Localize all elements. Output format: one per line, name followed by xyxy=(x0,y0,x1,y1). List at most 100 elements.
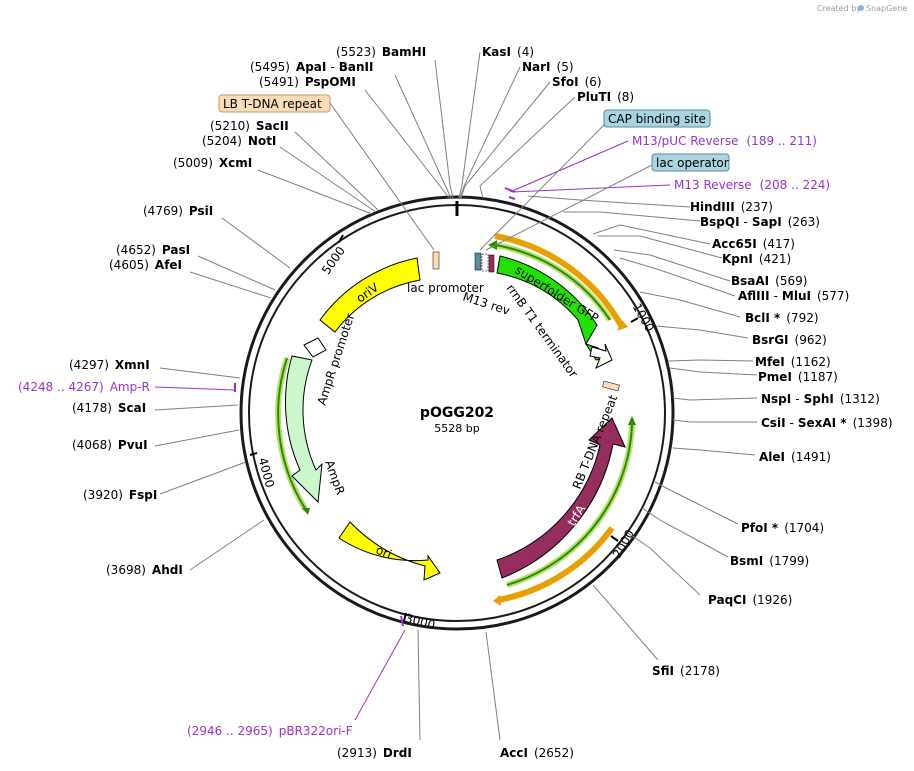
aflIII-name: AflIII xyxy=(738,289,770,303)
xmni-name: XmnI xyxy=(115,358,150,372)
svg-text:(4297)XmnI: (4297)XmnI xyxy=(69,358,150,372)
sfgfp-feature xyxy=(496,255,598,346)
green-arc-left xyxy=(277,357,307,511)
lac-operator-tag: lac operator xyxy=(651,153,730,172)
bamhi-pos: (5523) xyxy=(336,45,376,59)
sfoi-name: SfoI xyxy=(552,75,579,89)
lac-operator-box xyxy=(481,253,489,272)
pbr322-primer-name: pBR322ori-F xyxy=(279,724,353,738)
svg-text:NarI(5): NarI(5) xyxy=(522,60,574,74)
cap-site-box xyxy=(474,252,482,271)
green-arc-right xyxy=(506,424,633,586)
tick-2000: 2000 xyxy=(610,527,637,560)
rb-repeat-box xyxy=(602,380,620,392)
svg-text:HindIII(237): HindIII(237) xyxy=(690,200,773,214)
csii-name: CsiI xyxy=(761,416,786,430)
green-arrow-top xyxy=(488,240,497,250)
drdi-name: DrdI xyxy=(383,746,412,760)
m13puc-name: M13/pUC Reverse xyxy=(632,134,739,148)
sphi-name: SphI xyxy=(804,392,834,406)
bsmi-name: BsmI xyxy=(730,554,763,568)
svg-text:(4248 .. 4267)Amp-R: (4248 .. 4267)Amp-R xyxy=(18,380,150,394)
bcli-name: BclI * xyxy=(745,311,781,325)
svg-text:(2946 .. 2965)pBR322ori-F: (2946 .. 2965)pBR322ori-F xyxy=(187,724,353,738)
fspi-name: FspI xyxy=(129,488,157,502)
sexai-name: SexAI * xyxy=(798,416,847,430)
sfii-name: SfiI xyxy=(652,664,674,678)
m13-box xyxy=(488,254,495,273)
ahdi-name: AhdI xyxy=(152,563,183,577)
apai-name: ApaI xyxy=(296,60,326,74)
svg-text:PfoI *(1704): PfoI *(1704) xyxy=(741,521,824,535)
cap-site-tag: CAP binding site xyxy=(603,109,711,128)
svg-text:SfiI(2178): SfiI(2178) xyxy=(652,664,720,678)
m13rev-primer-name: M13 Reverse xyxy=(674,178,752,192)
trfa-feature xyxy=(496,417,626,579)
bsaai-name: BsaAI xyxy=(731,274,769,288)
mfei-name: MfeI xyxy=(755,355,785,369)
acci-name: AccI xyxy=(500,746,528,760)
svg-text:SfoI(6): SfoI(6) xyxy=(552,75,602,89)
bsrgi-name: BsrGI xyxy=(752,333,789,347)
psii-name: PsiI xyxy=(189,204,213,218)
green-arrow-left xyxy=(302,508,310,515)
svg-text:(4769)PsiI: (4769)PsiI xyxy=(143,204,213,218)
alei-name: AleI xyxy=(759,450,785,464)
tick-5000: 5000 xyxy=(319,244,348,277)
kasi-name: KasI xyxy=(482,45,511,59)
pvui-name: PvuI xyxy=(118,438,148,452)
svg-text:KpnI(421): KpnI(421) xyxy=(722,252,791,266)
credit-brand: SnapGene xyxy=(866,4,907,13)
orange-arc-bottom xyxy=(497,526,615,603)
svg-text:BsmI(1799): BsmI(1799) xyxy=(730,554,809,568)
svg-text:BclI *(792): BclI *(792) xyxy=(745,311,819,325)
svg-text:M13 Reverse(208 .. 224): M13 Reverse(208 .. 224) xyxy=(674,178,830,192)
svg-text:(2913)DrdI: (2913)DrdI xyxy=(337,746,412,760)
lb-repeat-tag: LB T-DNA repeat xyxy=(218,94,331,113)
svg-text:(5210)SacII: (5210)SacII xyxy=(210,119,289,133)
pasi-name: PasI xyxy=(162,243,190,257)
plasmid-name: pOGG202 xyxy=(420,405,494,421)
svg-text:(4605)AfeI: (4605)AfeI xyxy=(109,258,182,272)
lb-repeat-box xyxy=(432,251,440,270)
snapgene-logo-icon xyxy=(858,5,864,11)
green-arrow-right xyxy=(628,416,636,425)
bspqi-name: BspQI xyxy=(700,215,740,229)
nari-name: NarI xyxy=(522,60,551,74)
sacii-name: SacII xyxy=(256,119,289,133)
svg-text:BspQI-SapI(263): BspQI-SapI(263) xyxy=(700,215,820,229)
svg-text:BsaAI(569): BsaAI(569) xyxy=(731,274,807,288)
enzyme-labels-right: KasI(4) NarI(5) SfoI(6) PluTI(8) HindIII… xyxy=(482,45,893,678)
pspomi-name: PspOMI xyxy=(305,75,356,89)
mlui-name: MluI xyxy=(782,289,811,303)
hindiii-name: HindIII xyxy=(690,200,735,214)
noti-name: NotI xyxy=(248,134,277,148)
svg-text:CAP binding site: CAP binding site xyxy=(608,112,706,126)
scai-name: ScaI xyxy=(118,401,146,415)
svg-text:(4652)PasI: (4652)PasI xyxy=(116,243,190,257)
ampr-label: AmpR xyxy=(322,458,347,496)
primer-markers xyxy=(234,187,516,627)
svg-text:LB T-DNA repeat: LB T-DNA repeat xyxy=(223,97,322,111)
enzyme-labels-left: (5523)BamHI (5495)ApaI-BanII (5491)PspOM… xyxy=(69,45,574,760)
ori-label: ori xyxy=(374,543,394,562)
svg-text:MfeI(1162): MfeI(1162) xyxy=(755,355,831,369)
pluti-name: PluTI xyxy=(577,90,611,104)
oriv-feature xyxy=(319,257,421,333)
sapi-name: SapI xyxy=(752,215,782,229)
credit-text: Created by xyxy=(817,4,861,13)
ampr-promoter-arrow xyxy=(303,337,327,358)
nspi-name: NspI xyxy=(761,392,791,406)
orange-arc-top xyxy=(494,233,625,329)
tick-4000: 4000 xyxy=(256,456,277,489)
svg-text:(4068)PvuI: (4068)PvuI xyxy=(72,438,148,452)
svg-text:(4178)ScaI: (4178)ScaI xyxy=(72,401,146,415)
svg-text:AccI(2652): AccI(2652) xyxy=(500,746,574,760)
svg-text:(5204)NotI: (5204)NotI xyxy=(202,134,276,148)
afei-name: AfeI xyxy=(155,258,182,272)
svg-text:KasI(4): KasI(4) xyxy=(482,45,534,59)
banii-name: BanII xyxy=(339,60,374,74)
svg-text:NspI-SphI(1312): NspI-SphI(1312) xyxy=(761,392,880,406)
svg-text:M13/pUC Reverse(189 .. 211): M13/pUC Reverse(189 .. 211) xyxy=(632,134,817,148)
